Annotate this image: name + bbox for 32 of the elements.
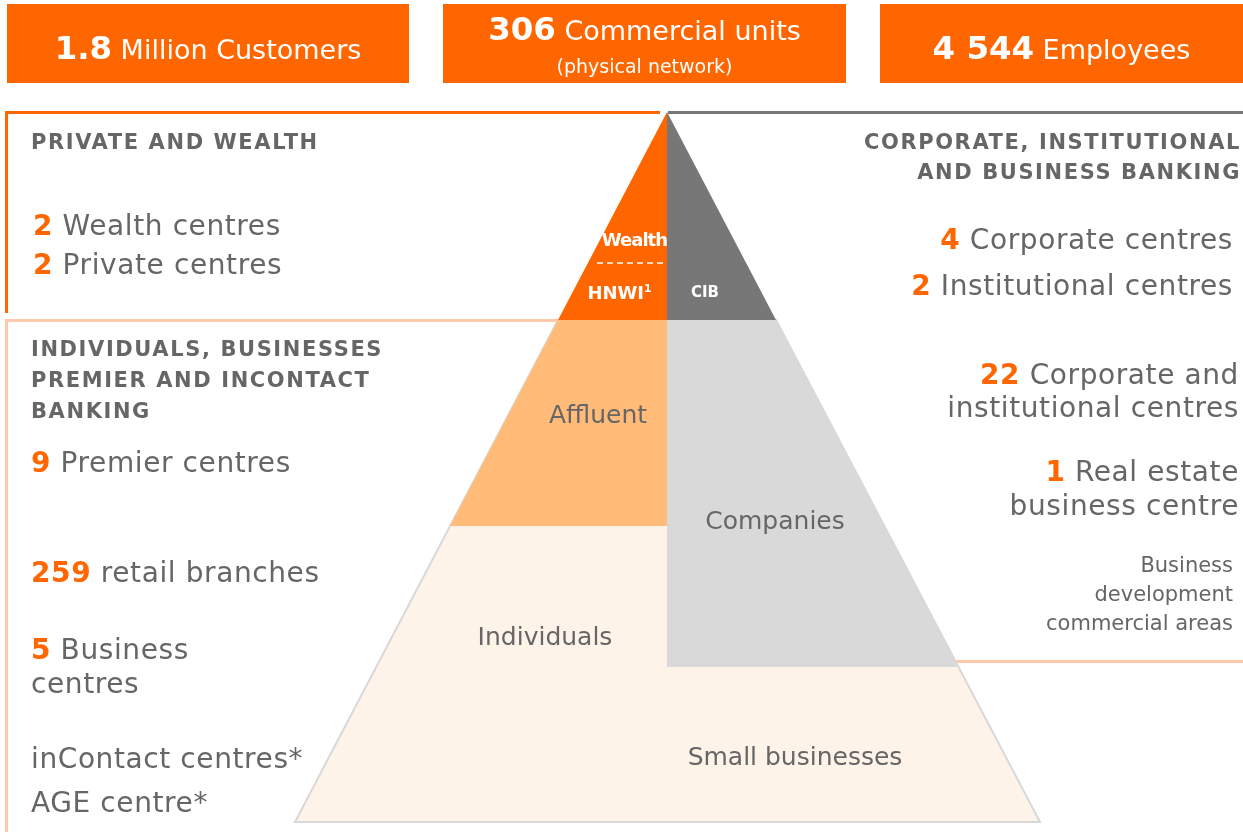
panel-heading: CORPORATE, INSTITUTIONAL AND BUSINESS BANKING	[862, 129, 1241, 186]
panel-text: 22 Corporate and institutional centres	[946, 358, 1239, 424]
stat-text: 1.8 Million Customers	[53, 29, 363, 69]
panel-text: Business development commercial areas	[1045, 552, 1233, 637]
segment-label: Affluent	[547, 400, 649, 431]
segment-label: Individuals	[476, 622, 614, 653]
stat-subtext: (physical network)	[555, 55, 734, 79]
panel-text: 259 retail branches	[31, 556, 321, 591]
panel-text: 2 Private centres	[33, 248, 284, 283]
stat-text: 4 544 Employees	[931, 29, 1192, 69]
panel-text: 5 Business centres	[31, 633, 190, 702]
panel-heading: INDIVIDUALS, BUSINESSES PREMIER AND INCONTACT BANKING	[31, 336, 385, 425]
stat-box	[880, 4, 1243, 83]
panel-text: 2 Wealth centres	[33, 209, 282, 244]
segment-label: Wealth	[600, 229, 667, 251]
panel-text: AGE centre*	[31, 786, 210, 821]
pyramid-segment	[558, 112, 667, 320]
panel-text: 2 Institutional centres	[910, 269, 1233, 304]
segment-label: HNWI$^{1}$	[586, 282, 653, 304]
info-panel	[5, 111, 550, 313]
segment-label: CIB	[690, 283, 720, 302]
pyramid-segment	[667, 112, 776, 320]
segment-label: Small businesses	[686, 742, 904, 773]
panel-text: inContact centres*	[31, 742, 305, 777]
panel-text: 1 Real estate business centre	[1008, 455, 1239, 523]
stat-box	[443, 4, 846, 83]
panel-heading: PRIVATE AND WEALTH	[31, 130, 320, 156]
stat-box	[7, 4, 409, 83]
segment-label: Companies	[704, 506, 846, 537]
panel-text: 4 Corporate centres	[939, 223, 1233, 258]
stat-text: 306 Commercial units	[487, 10, 802, 50]
panel-text: 9 Premier centres	[31, 446, 292, 481]
